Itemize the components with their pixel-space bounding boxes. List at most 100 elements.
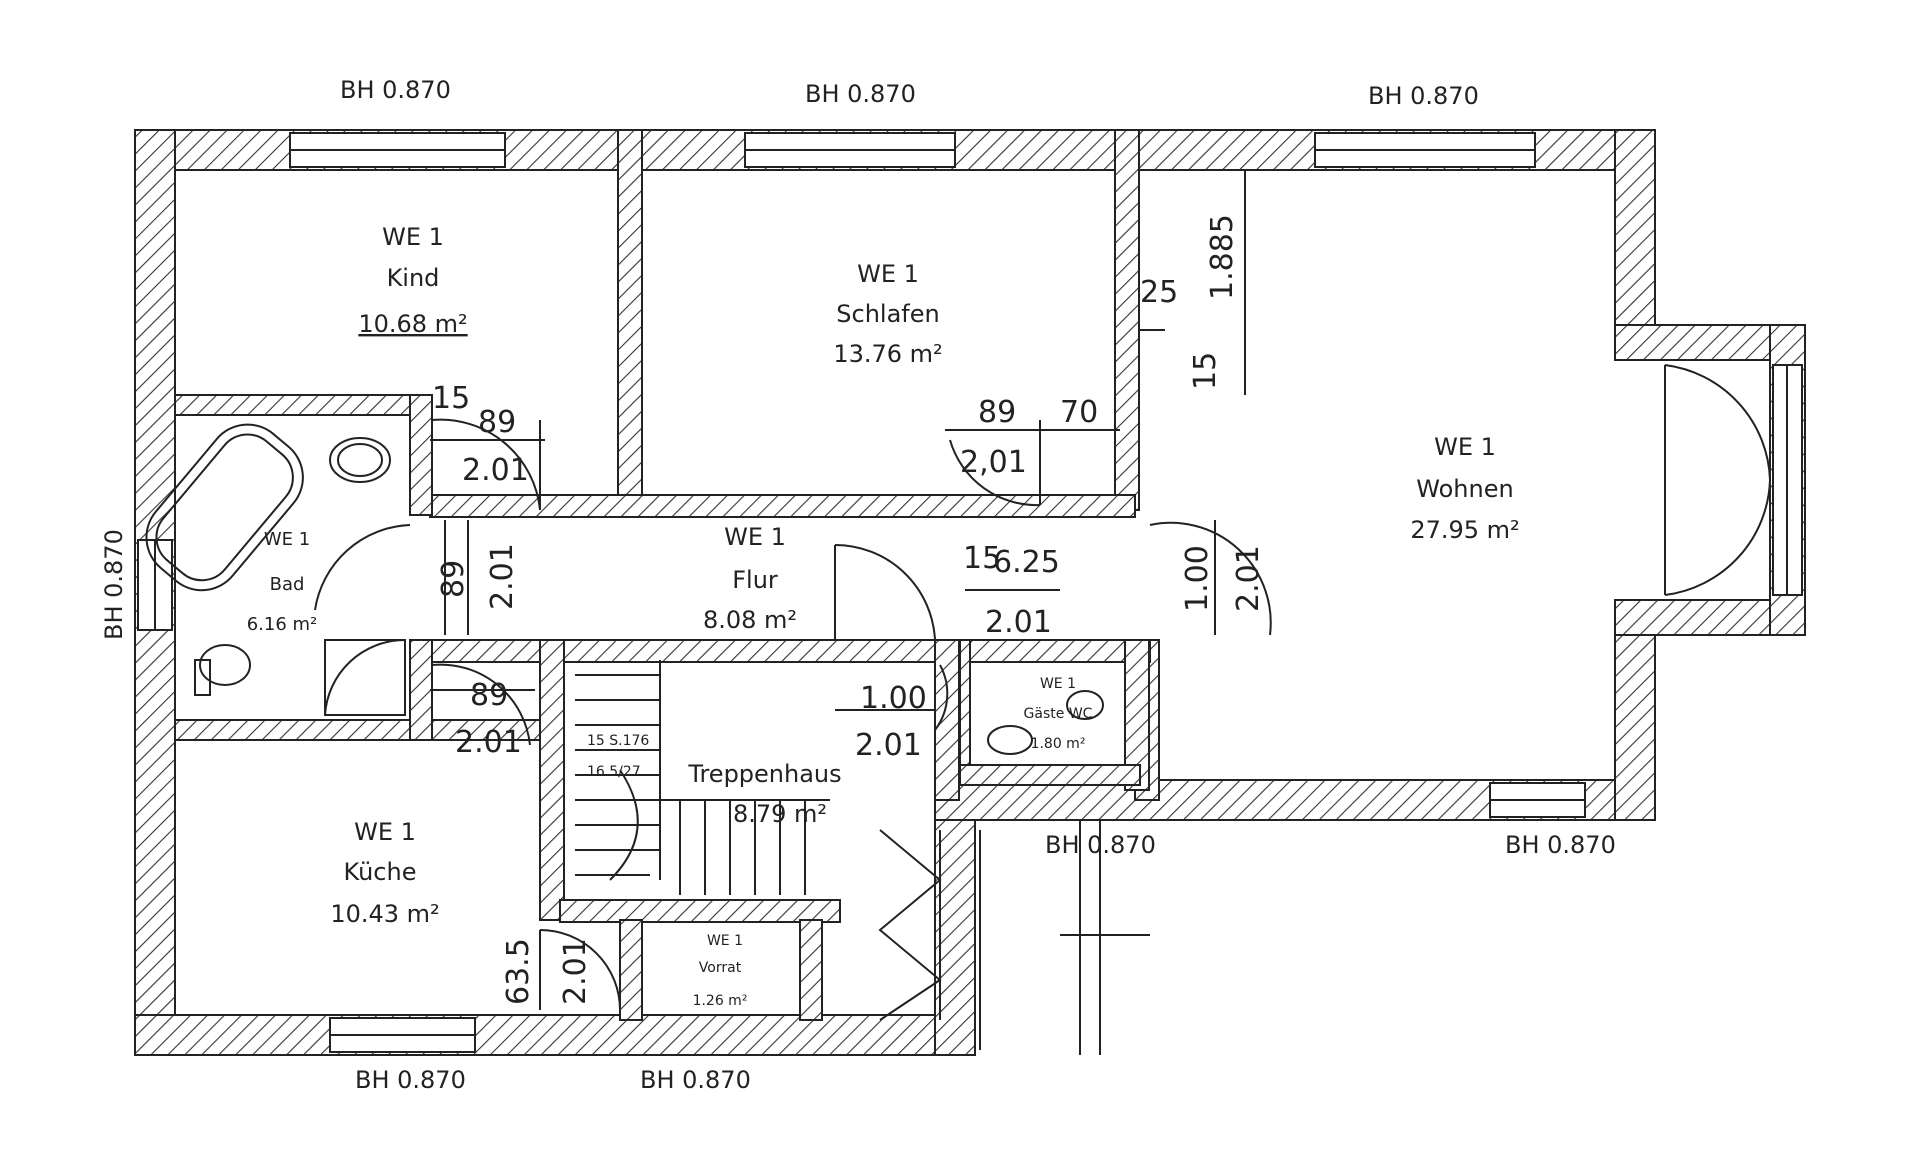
dim-vorrat-door-h: 2.01 <box>558 938 593 1005</box>
room-treppenhaus-name: Treppenhaus <box>687 760 841 788</box>
room-gaeste-name: Gäste WC <box>1024 706 1093 722</box>
wall-stair-right <box>934 639 960 801</box>
dim-kind-off: 15 <box>432 381 470 416</box>
dim-wall-a: 25 <box>1140 275 1178 310</box>
room-kind-name: Kind <box>387 264 440 292</box>
room-treppenhaus-area: 8.79 m² <box>733 800 827 828</box>
stair-note-a: 15 S.176 <box>587 733 649 749</box>
room-gaeste: WE 1 Gäste WC 1.80 m² <box>1024 676 1093 752</box>
room-vorrat-unit: WE 1 <box>707 933 743 949</box>
bay-doors <box>1664 364 1771 596</box>
room-vorrat-area: 1.26 m² <box>693 993 748 1009</box>
room-kueche-name: Küche <box>344 858 417 886</box>
room-bad-area: 6.16 m² <box>247 614 318 635</box>
room-kind: WE 1 Kind 10.68 m² <box>358 223 467 338</box>
dim-kind-door-w: 89 <box>478 405 516 440</box>
wall-schlafen-wohnen <box>1114 129 1140 511</box>
wall-kind-schlafen <box>617 129 643 511</box>
window-label-bottom-left: BH 0.870 <box>355 1066 466 1094</box>
room-labels: WE 1 Kind 10.68 m² WE 1 Schlafen 13.76 m… <box>247 223 1520 1009</box>
door-bad <box>314 524 411 611</box>
windows <box>137 132 1803 1053</box>
door-wohnen <box>1149 521 1272 636</box>
room-vorrat: WE 1 Vorrat 1.26 m² <box>693 933 748 1009</box>
bathtub <box>145 423 304 592</box>
dim-bad-door-h: 2.01 <box>485 543 520 610</box>
dim-wall-b: 1.885 <box>1205 214 1240 300</box>
room-flur-name: Flur <box>732 566 778 594</box>
fixtures <box>145 423 1104 755</box>
dim-wc-door-off: 6.25 <box>993 545 1060 580</box>
dim-bad-door-w: 89 <box>436 560 471 598</box>
stairs <box>575 660 1150 1055</box>
window-label-bottom-right-a: BH 0.870 <box>1045 831 1156 859</box>
stair-note-b: 16.5/27 <box>587 764 641 780</box>
room-bad-name: Bad <box>270 574 305 595</box>
wc-sink <box>1066 690 1104 720</box>
room-wohnen-name: Wohnen <box>1416 475 1513 503</box>
room-wohnen-area: 27.95 m² <box>1410 516 1519 544</box>
dim-kind-door-h: 2.01 <box>462 453 529 488</box>
room-bad: WE 1 Bad 6.16 m² <box>247 529 318 635</box>
door-swings <box>314 418 1272 1011</box>
window-label-top-right: BH 0.870 <box>1368 82 1479 110</box>
window-label-top-middle: BH 0.870 <box>805 80 916 108</box>
dimension-texts: 15 89 2.01 89 70 2,01 25 1.885 15 89 2.0… <box>432 214 1266 1005</box>
wall-vorrat-right <box>799 919 823 1021</box>
wall-bad-right-lower <box>409 639 433 741</box>
wall-wc-left <box>959 639 971 781</box>
room-schlafen-unit: WE 1 <box>857 260 919 288</box>
dim-wc-door-h: 2.01 <box>985 605 1052 640</box>
room-kind-unit: WE 1 <box>382 223 444 251</box>
wall-below-flur <box>429 639 1151 663</box>
window-label-left: BH 0.870 <box>100 529 128 640</box>
room-kueche: WE 1 Küche 10.43 m² <box>330 818 439 928</box>
door-stair <box>934 664 949 731</box>
door-schlafen <box>949 439 1041 507</box>
room-flur: WE 1 Flur 8.08 m² <box>703 523 797 634</box>
door-flur-inner <box>834 543 936 641</box>
window-labels: BH 0.870 BH 0.870 BH 0.870 BH 0.870 BH 0… <box>100 76 1616 1094</box>
room-flur-unit: WE 1 <box>724 523 786 551</box>
dim-kueche-door-w: 89 <box>470 678 508 713</box>
shower <box>324 639 406 716</box>
wall-outer-bottom-mid <box>934 779 976 1056</box>
dim-schlafen-off: 70 <box>1060 395 1098 430</box>
dim-schlafen-door-w: 89 <box>978 395 1016 430</box>
dim-stair-door-h: 2.01 <box>855 728 922 763</box>
wall-stair-inner <box>559 899 841 923</box>
wall-outer-bottom-left <box>134 1014 976 1056</box>
bad-sink <box>329 437 391 483</box>
room-gaeste-area: 1.80 m² <box>1031 736 1086 752</box>
room-wohnen-unit: WE 1 <box>1434 433 1496 461</box>
wall-bad-right <box>409 394 433 516</box>
dim-kueche-door-h: 2.01 <box>455 725 522 760</box>
room-vorrat-name: Vorrat <box>699 960 742 976</box>
door-kueche <box>431 663 531 746</box>
room-flur-area: 8.08 m² <box>703 606 797 634</box>
dim-wc-door-w: 15 <box>963 541 1001 576</box>
walls <box>134 129 1806 1056</box>
door-vorrat <box>539 929 621 1011</box>
window-label-bottom-right-b: BH 0.870 <box>1505 831 1616 859</box>
bad-toilet <box>199 644 251 686</box>
wc-toilet <box>987 725 1033 755</box>
room-schlafen-area: 13.76 m² <box>833 340 942 368</box>
wall-outer-right-upper <box>1614 129 1656 361</box>
dim-wohnen-door-h: 2.01 <box>1231 545 1266 612</box>
room-kueche-unit: WE 1 <box>354 818 416 846</box>
dimension-lines <box>430 170 1246 1010</box>
dim-stair-door-w: 1.00 <box>860 681 927 716</box>
room-kueche-area: 10.43 m² <box>330 900 439 928</box>
window-label-top-left: BH 0.870 <box>340 76 451 104</box>
room-schlafen-name: Schlafen <box>836 300 939 328</box>
wall-wc-bottom <box>959 764 1141 786</box>
dim-schlafen-door-h: 2,01 <box>960 445 1027 480</box>
wall-bad-top <box>174 394 431 416</box>
dim-vorrat-off: 63.5 <box>501 938 536 1005</box>
room-gaeste-unit: WE 1 <box>1040 676 1076 692</box>
door-kind <box>431 418 541 511</box>
wall-vorrat-left <box>619 919 643 1021</box>
room-kind-area: 10.68 m² <box>358 310 467 338</box>
